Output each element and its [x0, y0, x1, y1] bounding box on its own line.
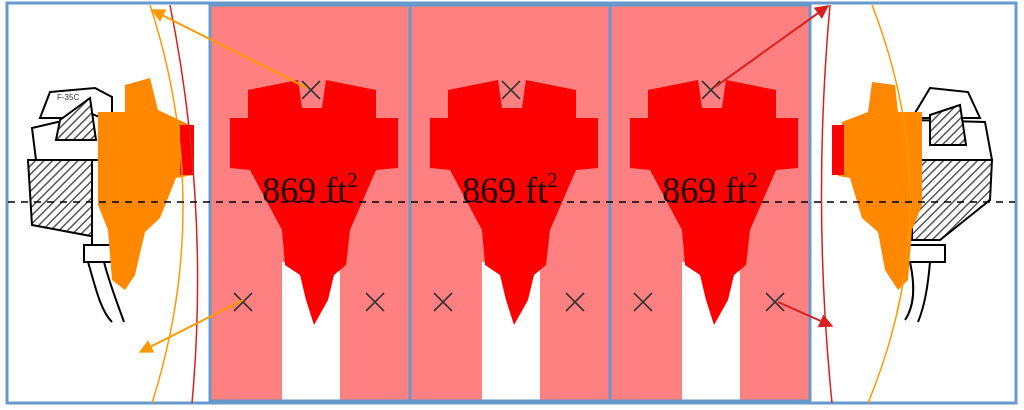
- left-orange-arc: [149, 4, 184, 404]
- cell-2-area-exponent: 2: [547, 168, 558, 192]
- spot-cell-2-footprint: [430, 80, 598, 325]
- spot-cell-2-left-marker: [433, 292, 453, 312]
- spot-cells: [208, 3, 812, 403]
- left-red-arc: [169, 4, 199, 404]
- right-end-footprint-wing: [832, 125, 844, 175]
- right-orange-arc: [867, 4, 911, 404]
- spot-cell-3-border: [608, 3, 812, 403]
- left-end-zone: F-35C: [26, 4, 199, 404]
- lower-left-arrow: [138, 299, 244, 353]
- spot-cell-1-nose-marker: [301, 80, 321, 100]
- spot-cell-3-nose-marker: [701, 80, 721, 100]
- left-aircraft-outline: [26, 86, 125, 323]
- spot-cell-3-right-marker: [765, 292, 785, 312]
- upper-left-arrow: [150, 9, 308, 89]
- cell-3-area-exponent: 2: [747, 168, 758, 192]
- spot-cell-2-right-marker: [565, 292, 585, 312]
- left-end-footprint: [98, 78, 193, 290]
- lower-right-arrow: [777, 301, 834, 328]
- cell-3-area-value: 869 ft: [662, 170, 748, 210]
- cell-1-area-exponent: 2: [347, 168, 358, 192]
- cell-3-area-label: 869 ft2: [610, 158, 810, 212]
- spot-cell-1-right-marker: [365, 292, 385, 312]
- cell-2-area-label: 869 ft2: [410, 158, 610, 212]
- spot-cell-1-left-marker: [233, 292, 253, 312]
- right-aircraft-outline: [904, 86, 994, 323]
- upper-right-arrow: [714, 5, 830, 88]
- right-end-zone: [820, 4, 994, 404]
- cell-2-area-value: 869 ft: [462, 170, 548, 210]
- spot-cell-2-nose-marker: [501, 80, 521, 100]
- right-red-arc: [820, 4, 833, 404]
- cell-1-area-value: 869 ft: [262, 170, 348, 210]
- left-aircraft-tag: F-35C: [57, 93, 79, 102]
- spot-cell-2: [408, 3, 612, 403]
- right-end-footprint: [838, 82, 922, 290]
- cell-1-area-label: 869 ft2: [210, 158, 410, 212]
- spot-cell-3-left-marker: [633, 292, 653, 312]
